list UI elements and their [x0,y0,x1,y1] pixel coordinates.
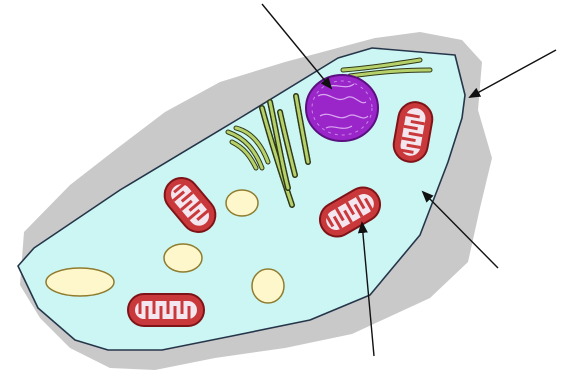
mitochondrion-bottom [128,294,204,326]
vacuole-4 [252,269,284,303]
membrane-pointer [470,50,556,97]
vacuole-2 [164,244,202,272]
vacuole-3 [46,268,114,296]
vacuole-1 [226,190,258,216]
nucleus [306,75,378,141]
